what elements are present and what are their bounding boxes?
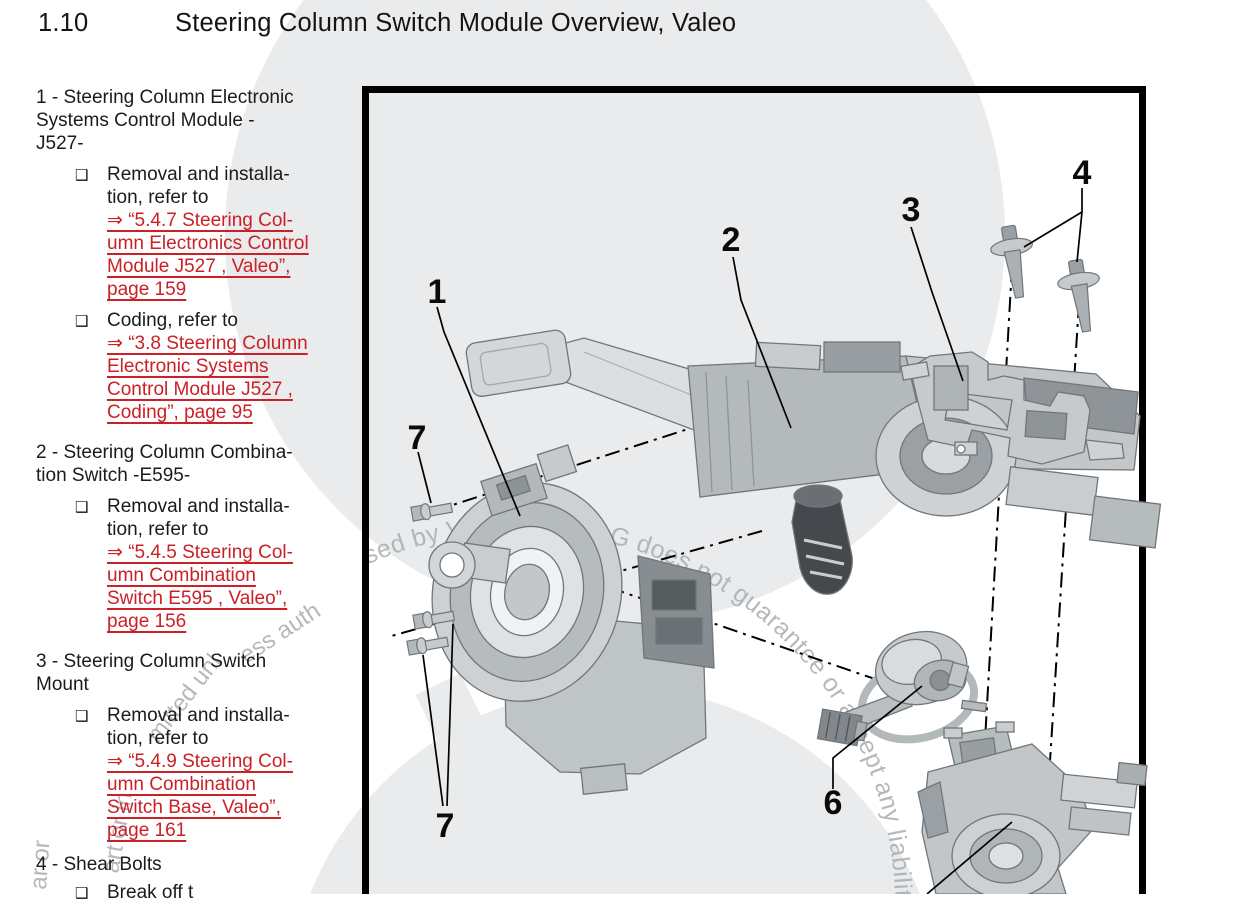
part-label-2: 2 xyxy=(722,221,741,259)
link-line[interactable]: Electronic Systems xyxy=(107,356,269,377)
link-line[interactable]: umn Combination xyxy=(107,565,256,586)
control-module-clock-spring xyxy=(428,444,715,795)
reference-link[interactable]: ⇒ “5.4.7 Steering Col- umn Electronics C… xyxy=(107,209,368,301)
part-label-4: 4 xyxy=(1073,154,1092,192)
part-label-3: 3 xyxy=(902,191,921,229)
reference-link[interactable]: ⇒ “5.4.5 Steering Col- umn Combination S… xyxy=(107,541,368,633)
link-line[interactable]: Switch Base, Valeo”, xyxy=(107,797,281,818)
part-label-6: 6 xyxy=(824,784,843,822)
vw-logo-ring xyxy=(224,0,1005,894)
steering-angle-sensor xyxy=(816,630,988,747)
bolt-7b xyxy=(412,610,456,630)
bolt-7a xyxy=(410,502,454,522)
link-line[interactable]: ⇒ “5.4.7 Steering Col- xyxy=(107,210,293,231)
link-line[interactable]: umn Combination xyxy=(107,774,256,795)
switch-mount-bracket xyxy=(900,351,1125,465)
clock-spring-connectors xyxy=(480,444,578,517)
part-label-1: 1 xyxy=(428,273,447,311)
part-label-7-bottom: 7 xyxy=(436,807,455,845)
link-line[interactable]: page 159 xyxy=(107,279,187,300)
watermark-fragment: ar or xyxy=(25,839,55,890)
link-line[interactable]: Control Module J527 , xyxy=(107,379,293,400)
link-line[interactable]: ⇒ “3.8 Steering Column xyxy=(107,333,308,354)
link-line[interactable]: Module J527 , Valeo”, xyxy=(107,256,291,277)
part-label-7-top: 7 xyxy=(408,419,427,457)
shear-bolt-1 xyxy=(990,224,1033,299)
switch-base-assembly xyxy=(917,721,1148,894)
lower-stalk xyxy=(791,484,853,595)
link-line[interactable]: Switch E595 , Valeo”, xyxy=(107,588,288,609)
wiper-stalk-tip xyxy=(465,329,572,397)
bolt-7c xyxy=(406,636,450,656)
reference-link[interactable]: ⇒ “5.4.9 Steering Col- umn Combination S… xyxy=(107,750,368,842)
link-line[interactable]: page 156 xyxy=(107,611,187,632)
shear-bolt-2 xyxy=(1057,258,1100,333)
link-line[interactable]: ⇒ “5.4.5 Steering Col- xyxy=(107,542,293,563)
reference-link[interactable]: ⇒ “3.8 Steering Column Electronic System… xyxy=(107,332,368,424)
link-line[interactable]: ⇒ “5.4.9 Steering Col- xyxy=(107,751,293,772)
link-line[interactable]: umn Electronics Control xyxy=(107,233,309,254)
link-line[interactable]: Coding”, page 95 xyxy=(107,402,253,423)
link-line[interactable]: page 161 xyxy=(107,820,187,841)
leader-lines xyxy=(417,188,1083,894)
